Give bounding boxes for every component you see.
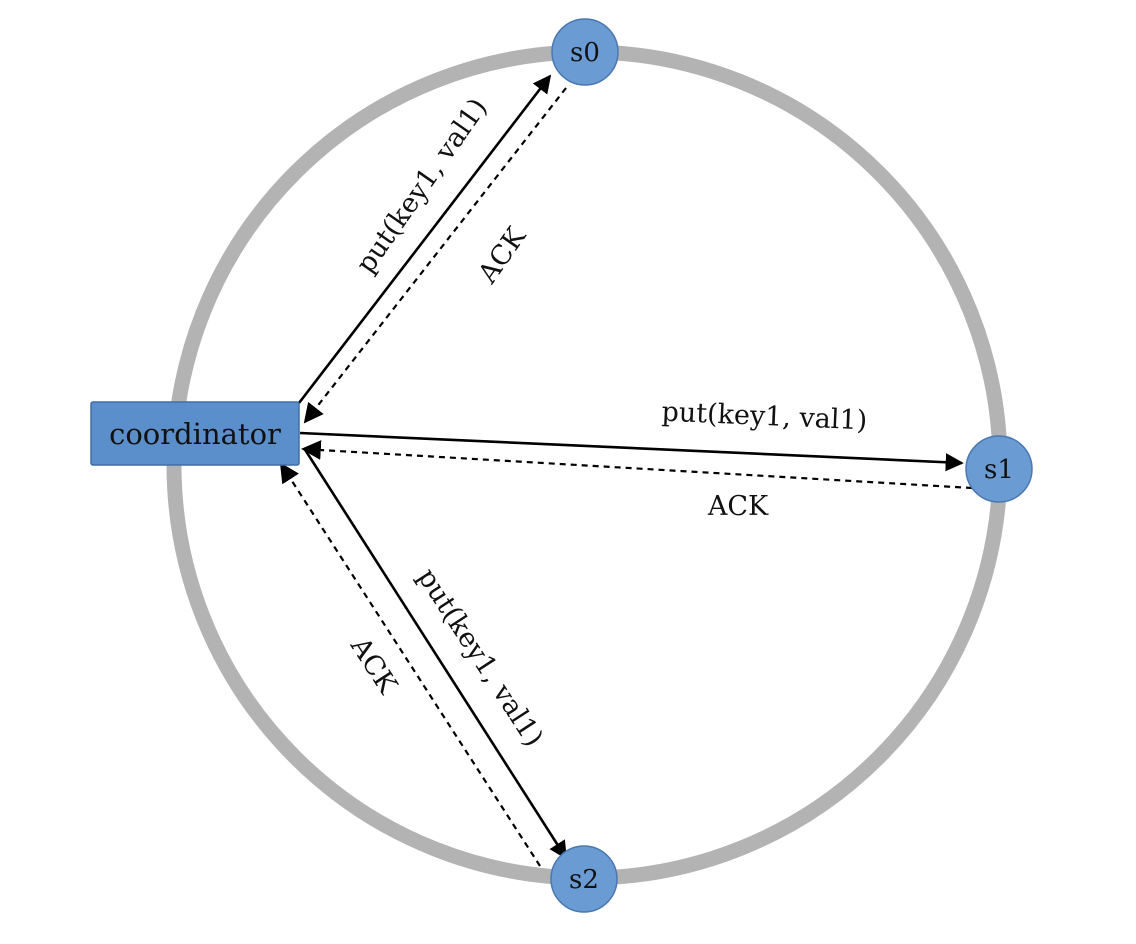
server-s0-circle — [551, 18, 619, 86]
server-s2-label: s2 — [569, 865, 599, 895]
server-s2-circle — [550, 845, 618, 913]
server-s1-label: s1 — [984, 455, 1014, 485]
server-node-s2: s2 — [550, 845, 618, 913]
ack-arrow-s1 — [301, 440, 973, 490]
server-node-s1: s1 — [965, 435, 1033, 503]
put-arrow-s0 — [297, 74, 552, 404]
put-arrow-s1 — [299, 431, 964, 472]
put-arrow-s2 — [302, 447, 568, 860]
ack-label-s0: ACK — [472, 221, 533, 290]
coordinator-box — [90, 401, 300, 466]
server-s1-circle — [965, 435, 1033, 503]
server-s0-label: s0 — [570, 38, 600, 68]
coordinator-label: coordinator — [109, 417, 281, 451]
ack-arrow-s2 — [279, 462, 541, 867]
server-node-s0: s0 — [551, 18, 619, 86]
ack-arrow-s0 — [303, 87, 567, 424]
put-label-s1: put(key1, val1) — [661, 397, 868, 437]
coordinator-node: coordinator — [90, 401, 300, 466]
ack-label-s1: ACK — [707, 491, 769, 522]
